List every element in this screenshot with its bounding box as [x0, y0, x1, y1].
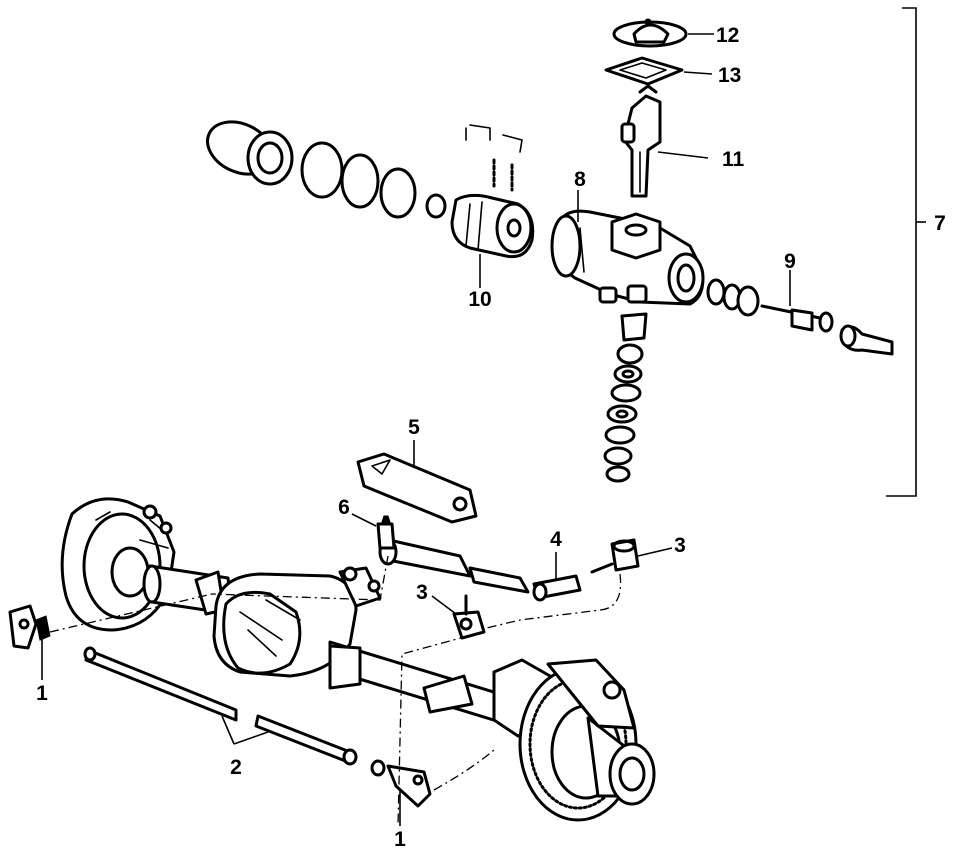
- tie-rod-end-right: [590, 538, 640, 574]
- callout-1-left: 1: [36, 682, 48, 705]
- callout-10: 10: [468, 288, 491, 311]
- valve-assembly: [450, 124, 535, 259]
- differential-housing: [212, 566, 382, 678]
- callout-6: 6: [338, 496, 350, 519]
- sector-stack: [603, 312, 648, 483]
- steering-gear-assembly: [206, 7, 926, 497]
- callout-9: 9: [784, 250, 796, 273]
- right-hub-rotor: [492, 658, 656, 822]
- tie-rod-end-bottom: [370, 759, 432, 808]
- seal-rings: [206, 120, 447, 219]
- callout-4: 4: [550, 528, 562, 551]
- callout-12: 12: [716, 24, 739, 47]
- gasket: [604, 56, 684, 86]
- callout-1-bottom: 1: [394, 828, 406, 851]
- adjuster-sleeve: [532, 574, 582, 602]
- front-axle-assembly: [8, 452, 656, 827]
- callout-labels: 1 1 2 3 3 4 5 6 7 8 9 10 11 13 12: [36, 24, 946, 851]
- group-bracket: [886, 7, 917, 497]
- drag-link: [378, 536, 530, 640]
- callout-11: 11: [722, 148, 745, 171]
- pitman-shaft-parts: [706, 278, 894, 356]
- callout-3-center: 3: [416, 581, 428, 604]
- callout-8: 8: [574, 168, 586, 191]
- callout-5: 5: [408, 416, 420, 439]
- left-hub: [60, 497, 176, 632]
- callout-leaders: [41, 33, 791, 826]
- callout-7: 7: [934, 212, 946, 235]
- damper-end: [376, 515, 396, 550]
- callout-2: 2: [230, 756, 242, 779]
- assembly-lines: [49, 555, 622, 827]
- pitman-arm: [356, 452, 478, 524]
- tie-rod: [83, 646, 358, 766]
- callout-3-right: 3: [674, 534, 686, 557]
- gear-housing: [550, 209, 705, 306]
- input-shaft: [620, 84, 662, 198]
- tie-rod-end-left: [8, 604, 51, 650]
- axle-tube-right: [328, 640, 522, 730]
- callout-13: 13: [718, 64, 741, 87]
- top-cover: [612, 18, 688, 48]
